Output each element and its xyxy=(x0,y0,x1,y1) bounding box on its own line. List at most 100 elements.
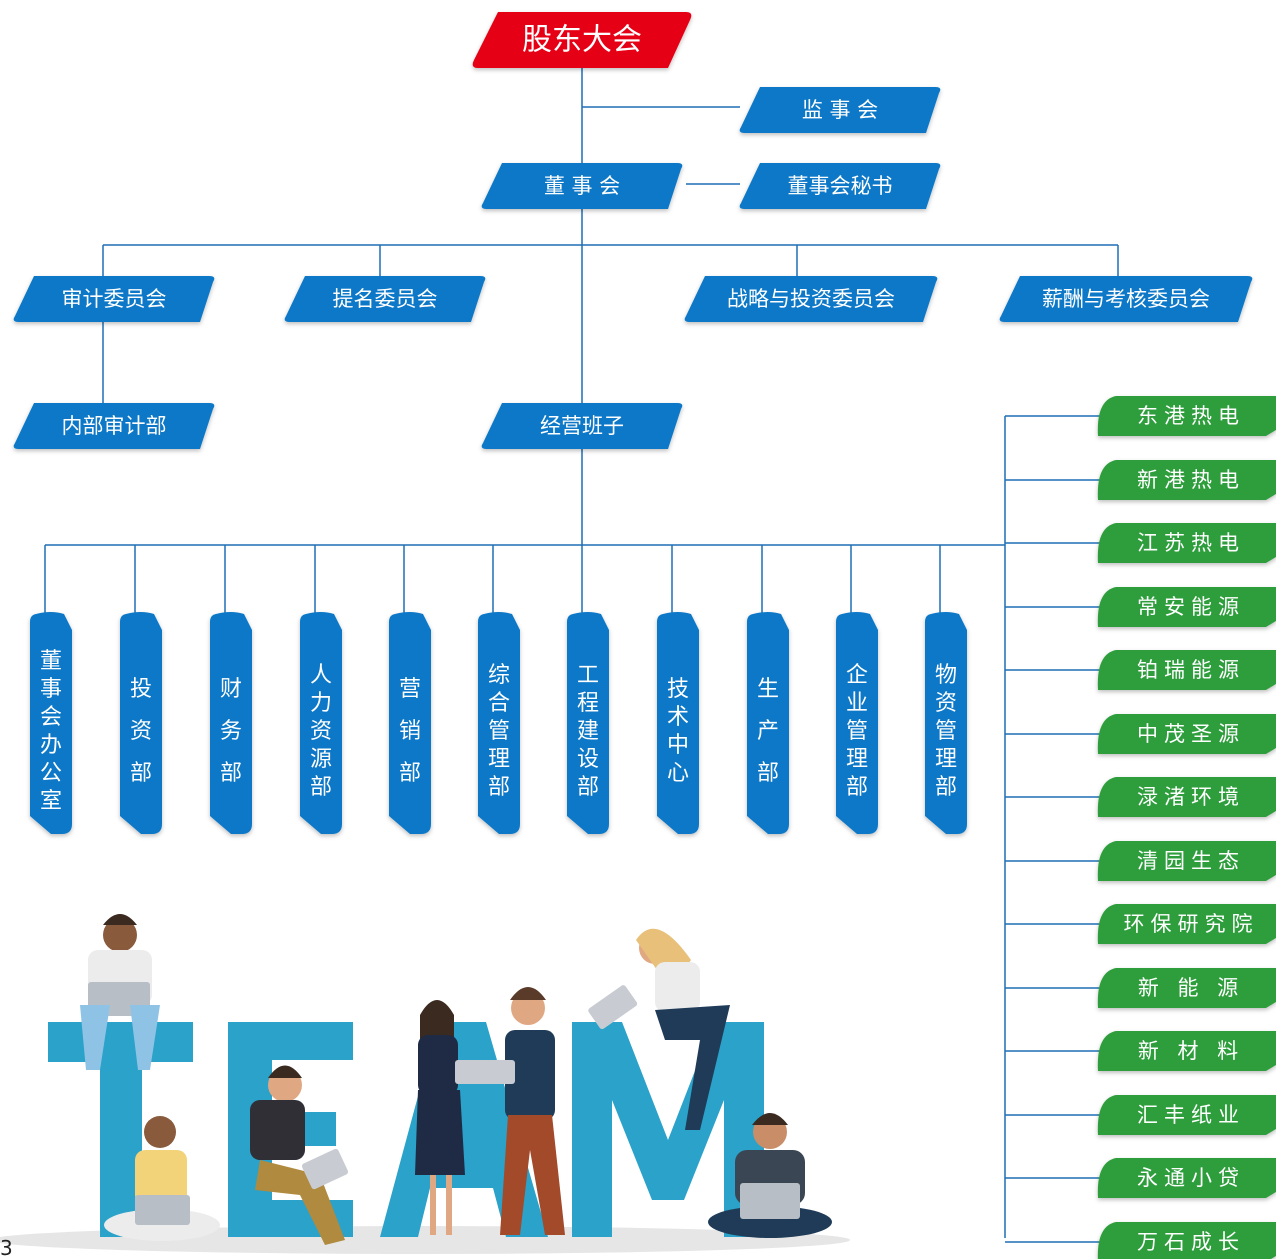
supervisory-box[interactable]: 监 事 会 xyxy=(739,87,941,133)
department-box-9[interactable]: 企业管理部 xyxy=(836,612,878,834)
board-box-label: 董 事 会 xyxy=(544,174,620,198)
char: 办 xyxy=(40,733,62,758)
committee-box-1-shape xyxy=(284,276,486,322)
char: 销 xyxy=(399,719,421,744)
subsidiary-box-12[interactable]: 永通小贷 xyxy=(1097,1158,1276,1198)
subsidiary-box-7[interactable]: 清园生态 xyxy=(1097,841,1276,881)
char: 建 xyxy=(577,719,599,744)
subsidiary-box-6-label: 渌渚环境 xyxy=(1137,785,1245,809)
department-box-7[interactable]: 技术中心 xyxy=(657,612,699,834)
subsidiary-box-2[interactable]: 江苏热电 xyxy=(1097,523,1276,563)
committee-box-2[interactable]: 战略与投资委员会 xyxy=(684,276,938,322)
char: 源 xyxy=(310,747,332,772)
char: 生 xyxy=(757,677,779,702)
department-box-4[interactable]: 营销部 xyxy=(389,612,431,834)
board-box[interactable]: 董 事 会 xyxy=(481,163,683,209)
subsidiary-box-0[interactable]: 东港热电 xyxy=(1097,396,1276,436)
department-box-10-shape xyxy=(925,612,967,834)
committee-box-3-label: 薪酬与考核委员会 xyxy=(1042,287,1210,311)
department-box-0[interactable]: 董事会办公室 xyxy=(30,612,72,834)
committee-box-3[interactable]: 薪酬与考核委员会 xyxy=(999,276,1253,322)
char: 部 xyxy=(935,775,957,800)
subsidiary-box-13[interactable]: 万石成长 xyxy=(1097,1222,1276,1259)
subsidiary-box-3[interactable]: 常安能源 xyxy=(1097,587,1276,627)
committee-box-1[interactable]: 提名委员会 xyxy=(284,276,486,322)
char: 管 xyxy=(935,719,957,744)
supervisory-box-shape xyxy=(739,87,941,133)
char: 业 xyxy=(846,691,868,716)
char: 合 xyxy=(488,691,510,716)
secretary-box-label: 董事会秘书 xyxy=(788,174,893,198)
department-box-2[interactable]: 财务部 xyxy=(210,612,252,834)
subsidiary-box-8[interactable]: 环保研究院 xyxy=(1097,904,1276,944)
subsidiary-box-0-shape xyxy=(1097,396,1276,436)
subsidiary-box-1[interactable]: 新港热电 xyxy=(1097,460,1276,500)
subsidiary-box-8-shape xyxy=(1097,904,1276,944)
department-box-10-label: 物资管理部 xyxy=(935,663,957,800)
department-box-5-shape xyxy=(478,612,520,834)
char: 事 xyxy=(40,677,62,702)
committee-box-0-label: 审计委员会 xyxy=(62,287,167,311)
char: 部 xyxy=(220,761,242,786)
char: 资 xyxy=(935,691,957,716)
char: 理 xyxy=(846,747,868,772)
department-box-5[interactable]: 综合管理部 xyxy=(478,612,520,834)
subsidiary-box-11-shape xyxy=(1097,1095,1276,1135)
char: 心 xyxy=(667,761,689,786)
internal-audit-box[interactable]: 内部审计部 xyxy=(13,403,215,449)
subsidiary-box-5[interactable]: 中茂圣源 xyxy=(1097,714,1276,754)
department-box-10[interactable]: 物资管理部 xyxy=(925,612,967,834)
char: 部 xyxy=(130,761,152,786)
subsidiary-box-12-label: 永通小贷 xyxy=(1137,1166,1245,1190)
department-box-4-shape xyxy=(389,612,431,834)
char: 务 xyxy=(220,719,242,744)
department-box-4-label: 营销部 xyxy=(399,677,421,786)
subsidiary-box-1-label: 新港热电 xyxy=(1137,468,1245,492)
subsidiary-box-10[interactable]: 新 材 料 xyxy=(1097,1031,1276,1071)
management-box[interactable]: 经营班子 xyxy=(481,403,683,449)
secretary-box[interactable]: 董事会秘书 xyxy=(739,163,941,209)
char: 会 xyxy=(40,705,62,730)
subsidiary-box-4[interactable]: 铂瑞能源 xyxy=(1097,650,1276,690)
department-box-6[interactable]: 工程建设部 xyxy=(567,612,609,834)
char: 财 xyxy=(220,677,242,702)
department-box-7-label: 技术中心 xyxy=(667,677,689,786)
shareholders-label: 股东大会 xyxy=(522,23,642,58)
management-box-shape xyxy=(481,403,683,449)
char: 综 xyxy=(488,663,510,688)
team-illustration xyxy=(0,914,850,1254)
department-box-1-label: 投资部 xyxy=(130,677,152,786)
committee-box-0[interactable]: 审计委员会 xyxy=(13,276,215,322)
department-box-8-shape xyxy=(747,612,789,834)
subsidiary-box-11[interactable]: 汇丰纸业 xyxy=(1097,1095,1276,1135)
char: 部 xyxy=(757,761,779,786)
subsidiary-box-5-label: 中茂圣源 xyxy=(1137,722,1245,746)
department-box-8[interactable]: 生产部 xyxy=(747,612,789,834)
department-box-6-shape xyxy=(567,612,609,834)
char: 部 xyxy=(846,775,868,800)
department-box-3[interactable]: 人力资源部 xyxy=(300,612,342,834)
page-number: 3 xyxy=(0,1236,13,1260)
internal-audit-box-shape xyxy=(13,403,215,449)
committee-box-2-label: 战略与投资委员会 xyxy=(727,287,895,311)
subsidiary-box-4-label: 铂瑞能源 xyxy=(1137,658,1245,682)
shareholders-box[interactable]: 股东大会 xyxy=(472,12,692,68)
char: 公 xyxy=(40,761,62,786)
char: 部 xyxy=(488,775,510,800)
subsidiary-box-1-shape xyxy=(1097,460,1276,500)
subsidiary-box-7-shape xyxy=(1097,841,1276,881)
char: 产 xyxy=(757,719,779,744)
department-box-1[interactable]: 投资部 xyxy=(120,612,162,834)
subsidiary-box-8-label: 环保研究院 xyxy=(1124,912,1259,936)
internal-audit-box-label: 内部审计部 xyxy=(62,414,167,438)
subsidiary-box-9[interactable]: 新 能 源 xyxy=(1097,968,1276,1008)
subsidiary-box-5-shape xyxy=(1097,714,1276,754)
char: 中 xyxy=(667,733,689,758)
char: 人 xyxy=(310,663,332,688)
subsidiary-box-6-shape xyxy=(1097,777,1276,817)
char: 营 xyxy=(399,677,421,702)
subsidiary-box-6[interactable]: 渌渚环境 xyxy=(1097,777,1276,817)
subsidiary-box-3-shape xyxy=(1097,587,1276,627)
department-box-2-label: 财务部 xyxy=(220,677,242,786)
